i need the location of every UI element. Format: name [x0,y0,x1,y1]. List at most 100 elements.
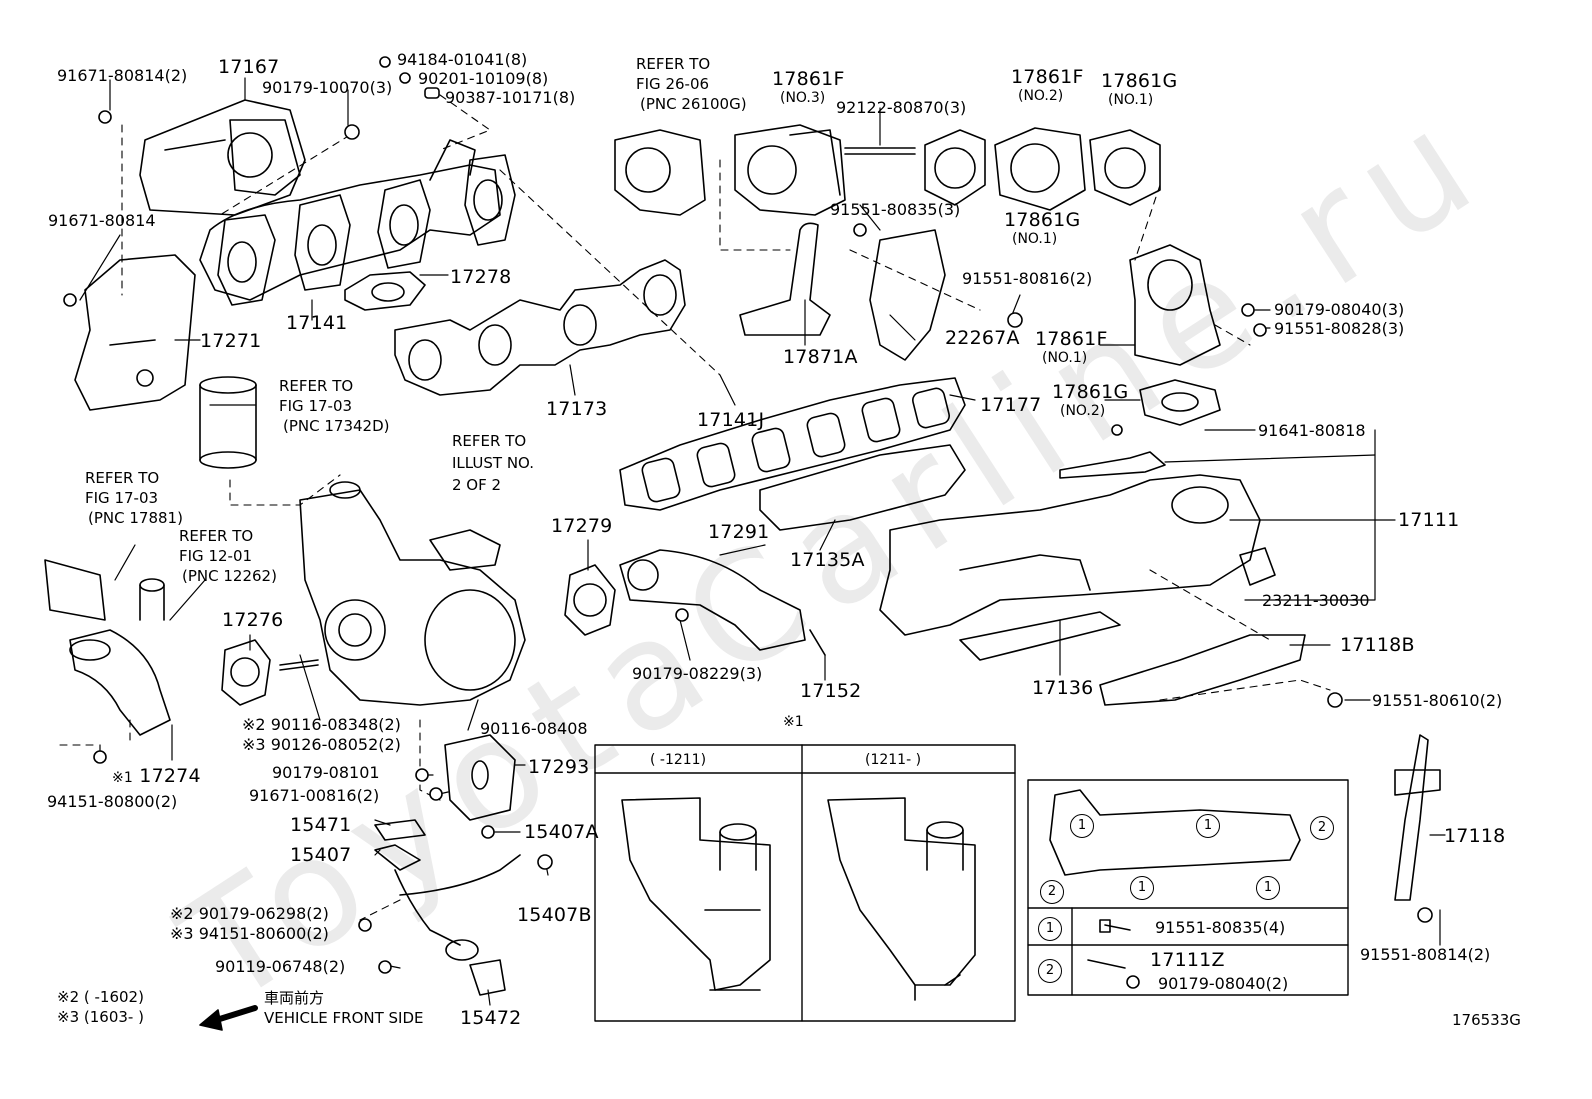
note1-marker: ※1 [112,770,134,786]
part-90116-08348-label[interactable]: ※2 90116-08348(2) [242,716,401,734]
part-91551-80814-2-label[interactable]: 91551-80814(2) [1360,945,1491,964]
part-91551-80835-3-label[interactable]: 91551-80835(3) [830,200,961,219]
inset-cover-drawing [1049,789,1301,876]
pnc-12262-ref: (PNC 12262) [182,567,277,585]
fig-17-03-ref-a[interactable]: FIG 17-03 [279,397,353,415]
part-17135A-label[interactable]: 17135A [790,549,865,571]
pnc-26100g-ref: (PNC 26100G) [640,95,747,113]
part-17861G-no1-top-label[interactable]: 17861G [1101,70,1178,92]
part-91671-80814-label[interactable]: 91671-80814 [48,211,156,230]
figure-id: 176533G [1452,1011,1521,1029]
fig-17-03-ref-b[interactable]: FIG 17-03 [85,489,159,507]
part-15472-label[interactable]: 15472 [460,1007,522,1029]
part-90116-08408-label[interactable]: 90116-08408 [480,719,588,738]
refer-to-text-4: REFER TO [85,469,160,487]
callout-1-a: 1 [1070,814,1094,838]
part-90179-08040-3-label[interactable]: 90179-08040(3) [1274,300,1405,319]
part-17167-label[interactable]: 17167 [218,56,280,78]
part-94151-80600-number: 94151-80600(2) [198,924,329,943]
part-17871A-label[interactable]: 17871A [783,346,858,368]
part-17276-label[interactable]: 17276 [222,609,284,631]
part-90179-10070-label[interactable]: 90179-10070(3) [262,78,393,97]
exhaust-manifold-17141-drawing [199,139,516,306]
part-15407-label[interactable]: 15407 [290,844,352,866]
vehicle-front-en: VEHICLE FRONT SIDE [264,1009,424,1027]
part-17291-label[interactable]: 17291 [708,521,770,543]
part-17118-label[interactable]: 17118 [1444,825,1506,847]
part-91641-80818-label[interactable]: 91641-80818 [1258,421,1366,440]
pnc-17342d-ref: (PNC 17342D) [283,417,390,435]
inset-right-outlet-drawing [827,797,976,1001]
part-91551-80835-4-label[interactable]: 91551-80835(4) [1155,918,1286,937]
part-91551-80610-label[interactable]: 91551-80610(2) [1372,691,1503,710]
part-91551-80816-label[interactable]: 91551-80816(2) [962,269,1093,288]
part-17861F-no3-label[interactable]: 17861F [772,68,845,90]
refer-to-text-5: REFER TO [179,527,254,545]
illust-no-ref[interactable]: ILLUST NO. [452,454,535,472]
part-15471-label[interactable]: 15471 [290,814,352,836]
pipe-17291-drawing [619,549,826,656]
part-17861F-no2-label[interactable]: 17861F [1011,66,1084,88]
part-17177-label[interactable]: 17177 [980,394,1042,416]
part-17279-label[interactable]: 17279 [551,515,613,537]
intake-connector-drawing [1129,244,1221,426]
part-17861F-no1-label[interactable]: 17861F [1035,328,1108,350]
part-90179-08101-label[interactable]: 90179-08101 [272,763,380,782]
part-94184-01041-label[interactable]: 94184-01041(8) [397,50,528,69]
part-15407A-label[interactable]: 15407A [524,821,599,843]
callout-1-b: 1 [1196,814,1220,838]
part-17271-label[interactable]: 17271 [200,330,262,352]
inset-right-range: (1211- ) [865,752,922,768]
part-90387-10171-label[interactable]: 90387-10171(8) [445,88,576,107]
part-17274-number: 17274 [139,765,201,787]
part-90179-06298-label[interactable]: ※2 90179-06298(2) [170,905,329,923]
legend-bolt-drawings [1087,919,1140,989]
two-of-two-ref: 2 OF 2 [452,476,502,494]
part-91551-80828-label[interactable]: 91551-80828(3) [1274,319,1405,338]
bracket-lever-drawing [1059,451,1166,479]
refer-to-text-2: REFER TO [279,377,354,395]
stay-17118-drawing [1394,734,1441,901]
part-92122-80870-label[interactable]: 92122-80870(3) [836,98,967,117]
part-17274-label[interactable]: ※1 17274 [112,766,201,787]
part-15407B-label[interactable]: 15407B [517,904,592,926]
gasket-17276-drawing [221,639,319,706]
refer-to-text-1: REFER TO [636,55,711,73]
part-23211-30030-label[interactable]: 23211-30030 [1262,591,1370,610]
part-91671-80814-2-label[interactable]: 91671-80814(2) [57,66,188,85]
throttle-body-drawing [614,124,846,216]
part-91671-00816-label[interactable]: 91671-00816(2) [249,786,380,805]
part-17861G-no2-label[interactable]: 17861G [1052,381,1129,403]
part-90201-10109-label[interactable]: 90201-10109(8) [418,69,549,88]
part-17141-label[interactable]: 17141 [286,312,348,334]
part-90179-08040-2-label[interactable]: 90179-08040(2) [1158,974,1289,993]
part-94151-80800-label[interactable]: 94151-80800(2) [47,792,178,811]
part-17136-label[interactable]: 17136 [1032,677,1094,699]
part-17861G-no1-mid-label[interactable]: 17861G [1004,209,1081,231]
part-17118B-label[interactable]: 17118B [1340,634,1415,656]
part-22267A-label[interactable]: 22267A [945,327,1020,349]
part-17293-label[interactable]: 17293 [528,756,590,778]
part-94151-80600-label[interactable]: ※3 94151-80600(2) [170,925,329,943]
gasket-17177-drawing [619,377,966,511]
part-17111-label[interactable]: 17111 [1398,509,1460,531]
inset-frames [594,744,1349,1022]
part-17173-label[interactable]: 17173 [546,398,608,420]
fig-26-06-ref[interactable]: FIG 26-06 [636,75,710,93]
intake-manifold-17111-drawing [879,474,1276,636]
legend-2-circle: 2 [1038,959,1062,983]
part-17152-label[interactable]: 17152 [800,680,862,702]
part-17141J-label[interactable]: 17141J [697,409,765,431]
pnc-17881-ref: (PNC 17881) [88,509,183,527]
part-90179-06298-number: 90179-06298(2) [198,904,329,923]
inset-left-outlet-drawing [621,797,771,991]
part-17278-label[interactable]: 17278 [450,266,512,288]
legend-1-circle: 1 [1038,917,1062,941]
part-17111Z-label[interactable]: 17111Z [1150,949,1225,971]
part-90119-06748-label[interactable]: 90119-06748(2) [215,957,346,976]
fig-12-01-ref[interactable]: FIG 12-01 [179,547,253,565]
part-90126-08052-label[interactable]: ※3 90126-08052(2) [242,736,401,754]
elbow-17274-drawing [44,559,171,736]
part-90179-08229-label[interactable]: 90179-08229(3) [632,664,763,683]
